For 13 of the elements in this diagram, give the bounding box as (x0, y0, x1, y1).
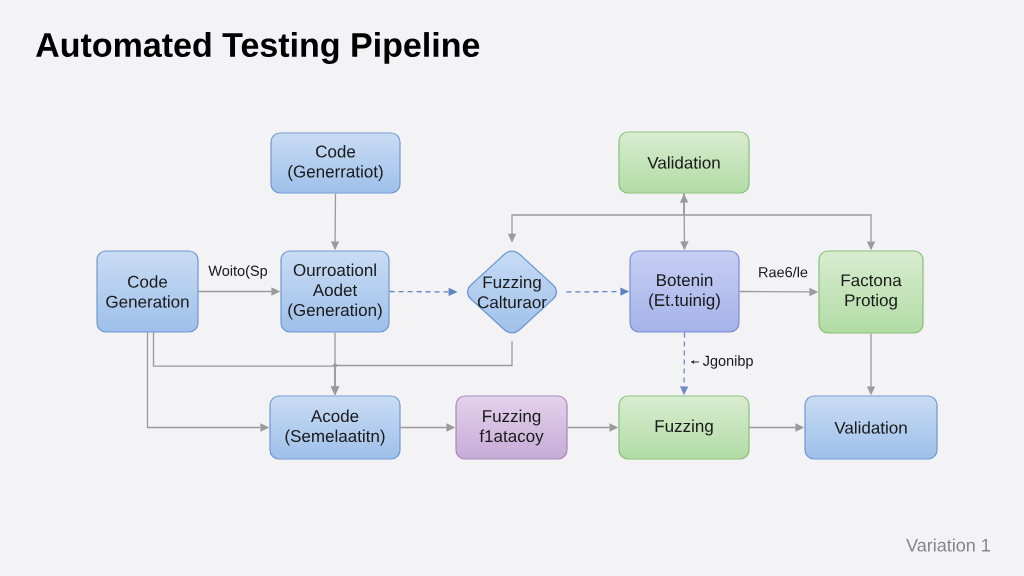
edge-label: Rae6/le (756, 265, 810, 279)
process-box: Validation (618, 131, 750, 194)
process-box: Botenin (Et.tuinig) (629, 250, 740, 333)
process-box: Code Generation (96, 250, 199, 333)
title: Automated Testing Pipeline (36, 32, 480, 64)
process-box: Validation (804, 395, 938, 460)
process-box: Fuzzing f1atacoy (455, 395, 568, 460)
process-box: Fuzzing (618, 395, 750, 460)
footer-label: Variation 1 (906, 538, 990, 552)
process-box: Acode (Semelaatitn) (269, 395, 401, 460)
process-box: Factona Protiog (818, 250, 924, 334)
process-box: Code (Generratiot) (270, 132, 401, 194)
process-box: Ourroationl Aodet (Generation) (280, 250, 390, 333)
